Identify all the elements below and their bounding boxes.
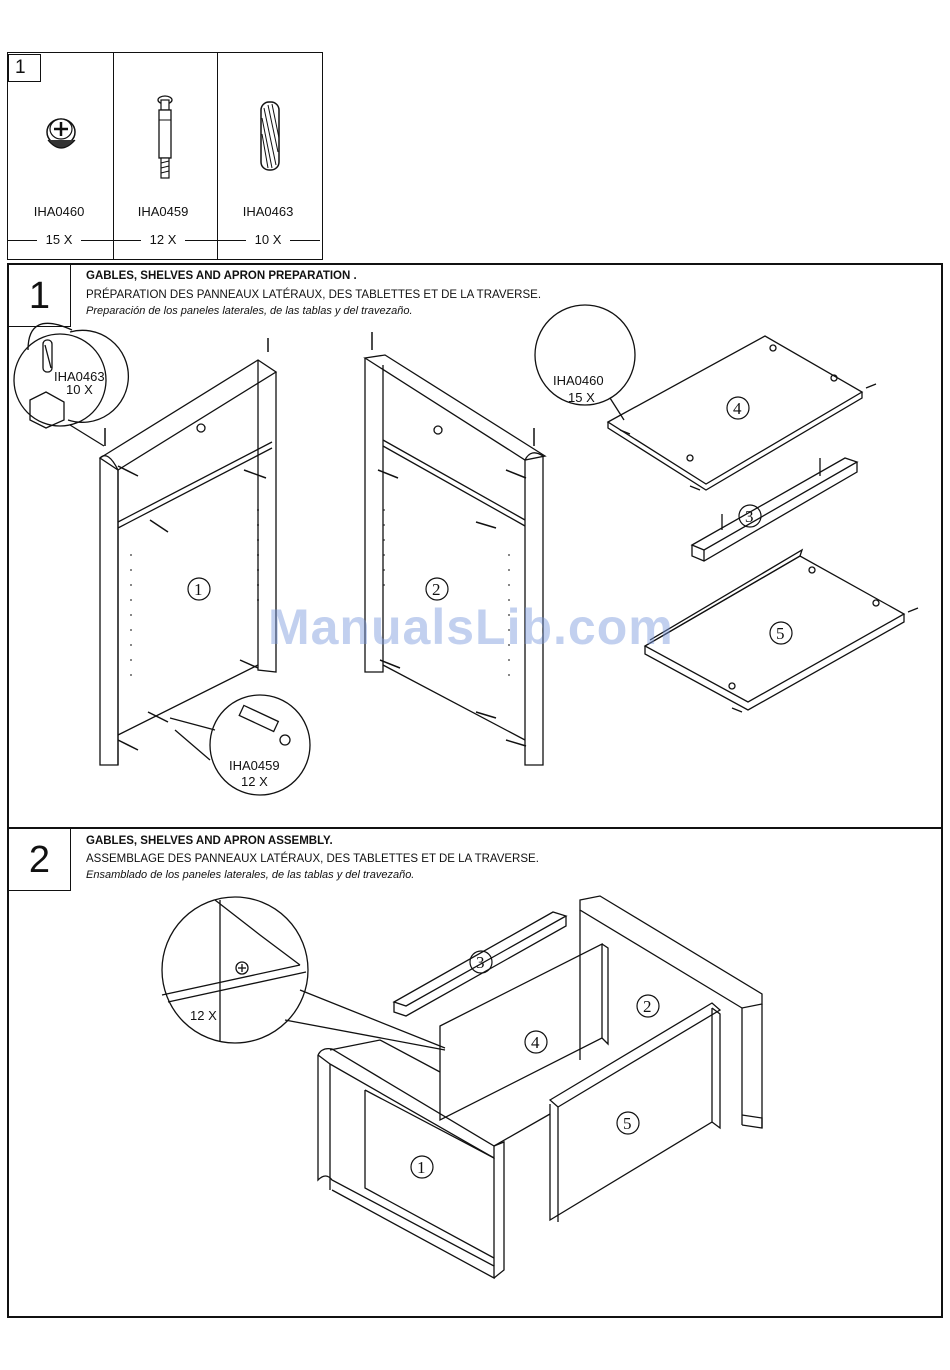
part-qty: 15 X bbox=[37, 232, 81, 247]
step-title-fr: PRÉPARATION DES PANNEAUX LATÉRAUX, DES T… bbox=[86, 289, 542, 301]
step-2-panel bbox=[7, 827, 943, 1318]
watermark: ManualsLib.com bbox=[268, 599, 674, 655]
parts-divider bbox=[113, 53, 114, 259]
step-title-fr: ASSEMBLAGE DES PANNEAUX LATÉRAUX, DES TA… bbox=[86, 853, 539, 865]
step-number: 1 bbox=[9, 265, 71, 327]
step-title-en: GABLES, SHELVES AND APRON ASSEMBLY. bbox=[86, 835, 333, 847]
step-title-es: Preparación de los paneles laterales, de… bbox=[86, 305, 413, 317]
step-title-en: GABLES, SHELVES AND APRON PREPARATION . bbox=[86, 270, 357, 282]
step-1-panel bbox=[7, 263, 943, 829]
part-qty: 12 X bbox=[141, 232, 185, 247]
part-code: IHA0459 bbox=[137, 204, 189, 219]
step-number: 2 bbox=[9, 829, 71, 891]
part-qty: 10 X bbox=[246, 232, 290, 247]
step-title-es: Ensamblado de los paneles laterales, de … bbox=[86, 869, 415, 881]
part-code: IHA0463 bbox=[242, 204, 294, 219]
parts-box-number: 1 bbox=[8, 54, 41, 82]
parts-divider bbox=[217, 53, 218, 259]
part-code: IHA0460 bbox=[33, 204, 85, 219]
parts-box bbox=[7, 52, 323, 260]
